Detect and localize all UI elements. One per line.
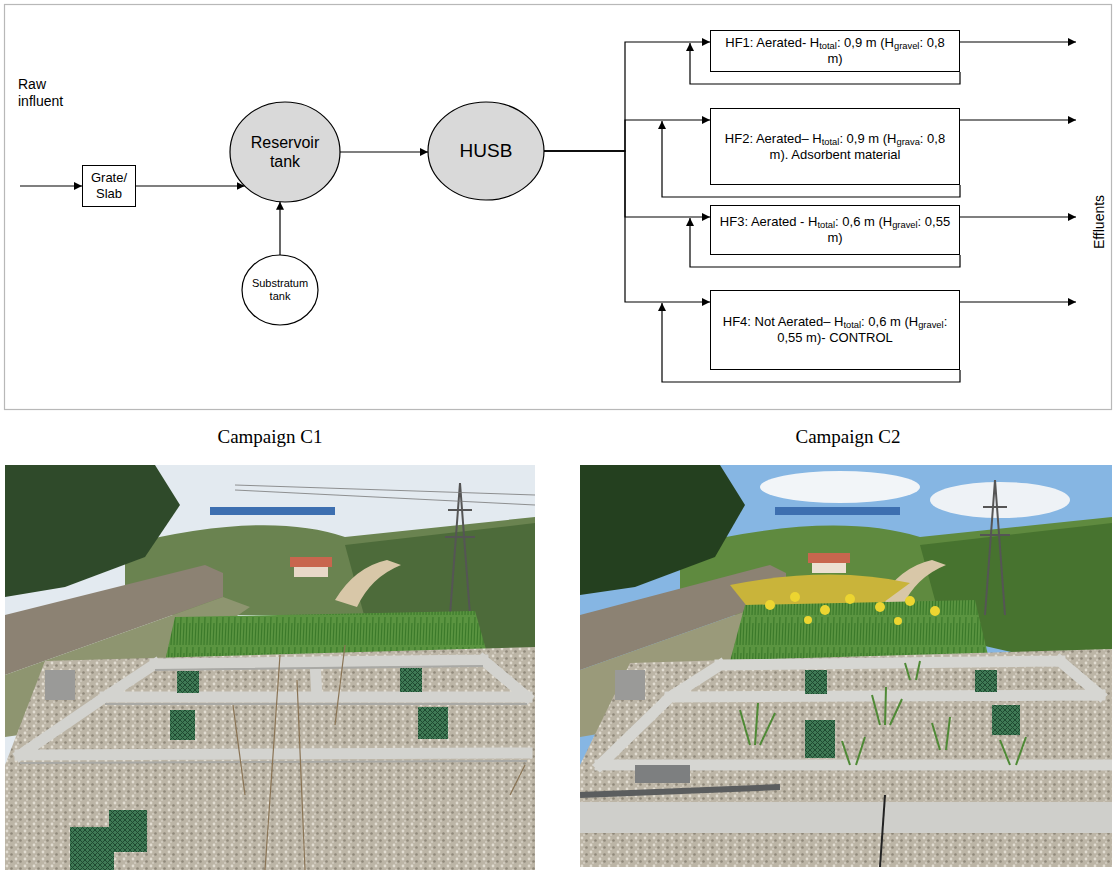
inspection-tube [615, 670, 645, 700]
pipe-valve [635, 765, 690, 783]
effluent-arrow [960, 301, 1076, 302]
cable [880, 795, 885, 867]
ellipse-outline [230, 102, 340, 202]
node-text: Reservoir tank [245, 133, 326, 171]
flow-arrow [279, 202, 280, 255]
effluent-arrow [960, 119, 1076, 120]
flow-arrow [544, 42, 710, 151]
pylon [445, 483, 475, 615]
outflow-label: Effluents [1091, 195, 1108, 249]
dry-stems [233, 645, 525, 870]
mesh-guard [177, 671, 199, 693]
cloud [760, 471, 920, 503]
photo-c2 [580, 465, 1112, 867]
photo-title: Campaign C1 [217, 426, 322, 449]
mesh-guard [170, 710, 195, 740]
inflow-label: Raw influent [18, 76, 82, 110]
wetland-box: HF3: Aerated - Htotal: 0,6 m (Hgravel: 0… [710, 205, 960, 255]
bridge [210, 507, 335, 515]
cloud [930, 482, 1070, 518]
house-wall [294, 567, 328, 577]
mesh-guard [975, 670, 997, 692]
flow-arrow [544, 151, 710, 302]
pylon [980, 480, 1010, 615]
flow-arrow [544, 120, 710, 151]
photo-sky [580, 465, 1112, 867]
flow-arrow [340, 151, 428, 152]
ellipse-outline [428, 102, 544, 200]
ellipse-outline [242, 255, 318, 325]
inspection-tube [45, 670, 75, 700]
node-text: HF3: Aerated - Htotal: 0,6 m (Hgravel: 0… [716, 214, 954, 245]
mesh-guard [418, 707, 448, 739]
flow-arrow [544, 151, 710, 217]
bridge [775, 507, 900, 515]
young-plants [740, 661, 1026, 765]
reactor-ellipse: HUSB [428, 102, 544, 200]
panel-frame [5, 5, 1112, 410]
wetland-box: HF1: Aerated- Htotal: 0,9 m (Hgravel: 0,… [710, 30, 960, 72]
mesh-guard [805, 670, 827, 694]
node-text: HF2: Aerated– Htotal: 0,9 m (Hgrava: 0,8… [716, 131, 954, 162]
node-text: HF4: Not Aerated– Htotal: 0,6 m (Hgravel… [716, 314, 954, 345]
house-wall [812, 563, 846, 573]
gravel-bed [580, 649, 1112, 867]
photo-c1 [5, 465, 535, 870]
node-text: Substratum tank [252, 277, 308, 303]
flow-arrow [136, 185, 245, 186]
mesh-guard [109, 810, 147, 852]
tree-line [5, 465, 180, 597]
photo-title: Campaign C2 [795, 426, 900, 449]
mesh-guard [805, 720, 835, 758]
iris-flowers [765, 592, 940, 625]
effluent-arrow [960, 41, 1076, 42]
reed-bed [730, 600, 988, 661]
ellipse-outline [230, 102, 340, 202]
node-text: HF1: Aerated- Htotal: 0,9 m (Hgravel: 0,… [716, 35, 954, 66]
concrete-block [580, 810, 1112, 825]
tank-ellipse: Substratum tank [242, 255, 318, 325]
dirt-road [335, 560, 401, 607]
mesh-guard [400, 668, 422, 692]
gravel-bed [5, 647, 535, 870]
mesh-guard [70, 827, 114, 870]
effluent-arrow [960, 216, 1076, 217]
process-box: Grate/ Slab [82, 165, 136, 207]
photo-sky [5, 465, 535, 870]
node-text: Grate/ Slab [88, 170, 130, 201]
mesh-guard [992, 705, 1020, 735]
power-line [235, 485, 535, 505]
wetland-box: HF2: Aerated– Htotal: 0,9 m (Hgrava: 0,8… [710, 108, 960, 185]
house-roof [290, 557, 332, 567]
inflow-arrow [20, 185, 82, 186]
tree-line [580, 465, 745, 595]
concrete-wall [600, 661, 1112, 765]
wetland-box: HF4: Not Aerated– Htotal: 0,6 m (Hgravel… [710, 290, 960, 370]
house-roof [808, 553, 850, 563]
node-text: HUSB [460, 140, 513, 163]
tank-ellipse: Reservoir tank [230, 102, 340, 202]
pipe [580, 787, 780, 795]
